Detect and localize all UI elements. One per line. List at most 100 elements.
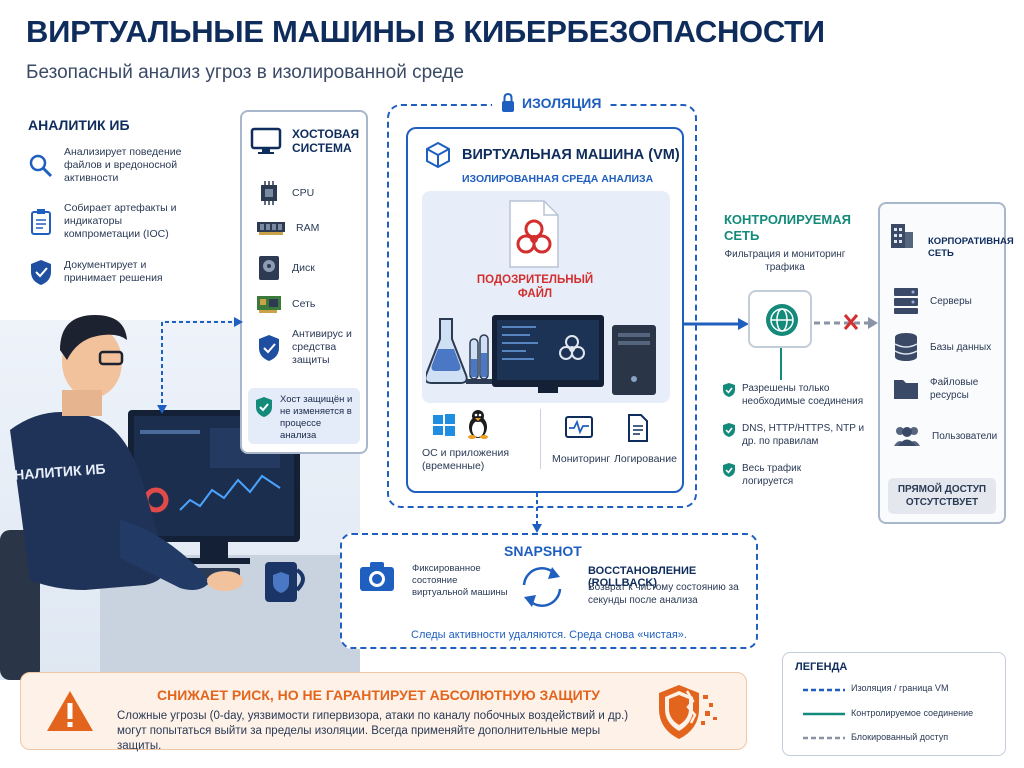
biohazard-file-icon — [509, 200, 559, 268]
network-rule: Разрешены только необходимые соединения — [722, 382, 872, 408]
analyst-item: Анализирует поведение файлов и вредоносн… — [28, 146, 203, 185]
vm-title: ВИРТУАЛЬНАЯ МАШИНА (VM) — [462, 147, 680, 163]
monitoring-label: Мониторинг — [552, 453, 611, 465]
network-rule-text: DNS, HTTP/HTTPS, NTP и др. по правилам — [742, 423, 865, 447]
isolation-label-wrap: ИЗОЛЯЦИЯ — [492, 93, 610, 113]
network-rule-text: Весь трафик логируется — [742, 463, 802, 487]
network-rule-text: Разрешены только необходимые соединения — [742, 383, 864, 407]
firewall-node — [748, 290, 812, 348]
shield-check-icon — [723, 383, 735, 397]
isolation-label: ИЗОЛЯЦИЯ — [522, 95, 602, 111]
host-item: RAM — [256, 218, 319, 238]
legend-panel: ЛЕГЕНДА Изоляция / граница VM Контролиру… — [782, 652, 1006, 756]
host-note: Хост защищён и не изменяется в процессе … — [280, 394, 353, 441]
snapshot-footer: Следы активности удаляются. Среда снова … — [411, 629, 687, 641]
no-direct-access-badge: ПРЯМОЙ ДОСТУП ОТСУТСТВУЕТ — [888, 478, 996, 514]
analyst-title: АНАЛИТИК ИБ — [28, 117, 130, 133]
suspicious-file-label: ПОДОЗРИТЕЛЬНЫЙ ФАЙЛ — [476, 274, 594, 300]
database-icon — [894, 333, 918, 361]
corporate-network-panel: КОРПОРАТИВНАЯ СЕТЬ Серверы Базы данных Ф… — [878, 202, 1014, 524]
legend-item-label: Контролируемое соединение — [851, 708, 974, 718]
legend-swatch-solid-teal — [803, 712, 845, 716]
windows-icon — [433, 414, 455, 436]
divider — [540, 409, 541, 469]
legend-item-label: Блокированный доступ — [851, 732, 949, 742]
corporate-item: Файловые ресурсы — [892, 376, 990, 402]
magnifier-icon — [29, 154, 53, 177]
monitoring-icon — [565, 416, 593, 438]
analysis-area: ПОДОЗРИТЕЛЬНЫЙ ФАЙЛ — [422, 191, 670, 403]
os-label: ОС и приложения (временные) — [422, 447, 510, 472]
vm-header: ВИРТУАЛЬНАЯ МАШИНА (VM) — [424, 141, 680, 169]
ram-icon — [257, 222, 285, 235]
analyst-item: Собирает артефакты и индикаторы компроме… — [28, 202, 203, 241]
corporate-item-label: Базы данных — [930, 341, 992, 353]
host-item: Антивирус и средства защиты — [256, 328, 360, 367]
monitor-icon — [250, 127, 282, 154]
legend-swatch-dashed-blue — [803, 688, 845, 692]
analyst-host-connector — [157, 317, 243, 414]
camera-icon — [360, 562, 394, 591]
analyst-item-text: Собирает артефакты и индикаторы компроме… — [64, 202, 177, 240]
corporate-item: Пользователи — [892, 424, 997, 448]
warning-title: СНИЖАЕТ РИСК, НО НЕ ГАРАНТИРУЕТ АБСОЛЮТН… — [157, 687, 601, 703]
lab-equipment-illustration — [426, 315, 656, 395]
folder-icon — [894, 380, 918, 399]
servers-icon — [894, 288, 918, 314]
shield-check-icon — [723, 423, 735, 437]
clipboard-icon — [31, 208, 51, 235]
corporate-item: Базы данных — [892, 332, 991, 362]
analyst-item-text: Анализирует поведение файлов и вредоносн… — [64, 146, 182, 184]
corporate-item-label: Файловые ресурсы — [930, 377, 979, 401]
vm-network-connector — [684, 318, 749, 330]
host-item: Сеть — [256, 292, 315, 316]
host-note-box: Хост защищён и не изменяется в процессе … — [248, 388, 360, 444]
shield-check-icon — [723, 463, 735, 477]
corporate-item: Серверы — [892, 286, 972, 316]
host-system-panel: ХОСТОВАЯ СИСТЕМА CPU RAM Диск Сеть Антив… — [240, 110, 368, 454]
logging-label: Логирование — [614, 453, 677, 465]
network-title: КОНТРОЛИРУЕМАЯ СЕТЬ — [724, 212, 851, 243]
shield-check-icon — [256, 397, 272, 417]
host-header: ХОСТОВАЯ СИСТЕМА — [250, 126, 362, 156]
vm-subtitle: ИЗОЛИРОВАННАЯ СРЕДА АНАЛИЗА — [462, 173, 654, 185]
users-icon — [894, 427, 920, 446]
legend-title: ЛЕГЕНДА — [795, 661, 848, 673]
disk-icon — [259, 256, 279, 280]
vm-snapshot-connector — [532, 493, 542, 533]
network-rule: Весь трафик логируется — [722, 462, 872, 488]
no-direct-access-text: ПРЯМОЙ ДОСТУП ОТСУТСТВУЕТ — [897, 484, 987, 508]
warning-text: Сложные угрозы (0-day, уязвимости гиперв… — [117, 710, 629, 752]
broken-shield-icon — [659, 685, 717, 739]
legend-item-label: Изоляция / граница VM — [851, 683, 949, 693]
rollback-cycle-icon — [522, 567, 562, 607]
page-subtitle: Безопасный анализ угроз в изолированной … — [26, 62, 464, 83]
snapshot-panel: SNAPSHOT Фиксированное состояние виртуал… — [340, 533, 758, 649]
log-document-icon — [628, 414, 648, 442]
lock-icon — [502, 93, 514, 112]
corporate-title: КОРПОРАТИВНАЯ СЕТЬ — [928, 236, 1014, 259]
shield-check-icon — [31, 260, 51, 285]
corporate-item-label: Серверы — [930, 295, 972, 307]
host-item-label: Диск — [292, 261, 315, 274]
host-item-label: Антивирус и средства защиты — [292, 328, 352, 366]
building-icon — [891, 224, 913, 248]
host-item: CPU — [256, 180, 314, 206]
cube-icon — [426, 141, 450, 169]
antivirus-shield-icon — [259, 334, 279, 361]
snapshot-title: SNAPSHOT — [504, 543, 582, 559]
analyst-item: Документирует и принимает решения — [28, 258, 203, 286]
rollback-text: Возврат к чистому состоянию за секунды п… — [588, 582, 739, 606]
warning-panel: СНИЖАЕТ РИСК, НО НЕ ГАРАНТИРУЕТ АБСОЛЮТН… — [20, 672, 747, 752]
vm-panel: ВИРТУАЛЬНАЯ МАШИНА (VM) ИЗОЛИРОВАННАЯ СР… — [406, 127, 684, 493]
rollback-title: ВОССТАНОВЛЕНИЕ (ROLLBACK) — [588, 565, 697, 589]
legend-swatch-dashed-gray — [803, 736, 845, 740]
network-rules-connector — [780, 348, 782, 380]
host-item: Диск — [256, 254, 315, 282]
host-item-label: CPU — [292, 186, 315, 199]
snapshot-fixed-text: Фиксированное состояние виртуальной маши… — [412, 563, 508, 598]
network-subtitle: Фильтрация и мониторинг трафика — [724, 249, 846, 273]
blocked-connector — [814, 314, 878, 330]
linux-icon — [468, 410, 488, 439]
network-card-icon — [257, 296, 281, 313]
